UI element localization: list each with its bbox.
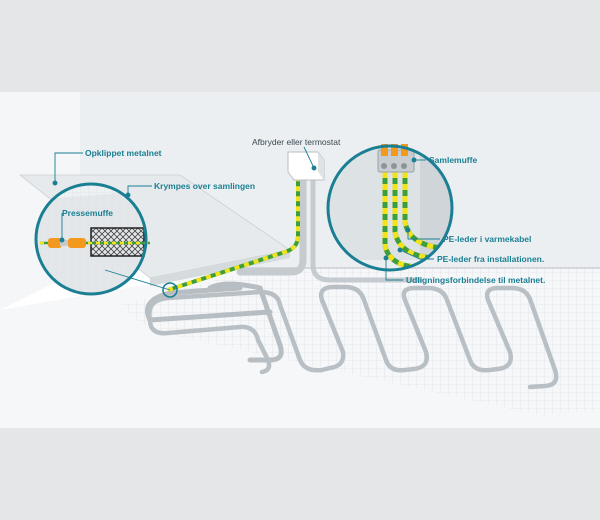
label-equipotential: Udligningsforbindelse til metalnet. [406, 275, 546, 285]
conduit [236, 174, 307, 276]
heating-cable-serpentine [147, 284, 559, 390]
label-press-sleeve: Pressemuffe [62, 208, 114, 218]
top-band [0, 0, 600, 92]
label-cut-mesh: Opklippet metalnet [85, 148, 162, 158]
label-pe-install: PE-leder fra installationen. [437, 254, 545, 264]
leader-shrink [127, 185, 152, 194]
leader-cut-mesh [54, 152, 83, 183]
label-switch: Afbryder eller termostat [252, 137, 341, 147]
leader-switch [303, 146, 315, 169]
switch-box-icon [287, 151, 325, 181]
label-joint-sleeve: Samlemuffe [429, 155, 478, 165]
crimp-sleeve-icon [48, 238, 86, 248]
leader-pe-install [399, 249, 434, 260]
joint-marker [162, 282, 178, 298]
leader-equipotential [385, 258, 403, 281]
floor-grid [120, 268, 600, 415]
label-pe-heating: PE-leder i varmekabel [443, 234, 532, 244]
leader-pe-heating [407, 230, 440, 240]
zoom-bubble-left [34, 182, 150, 296]
label-shrink: Krympes over samlingen [154, 181, 256, 191]
connector-block-icon [377, 144, 415, 173]
bottom-band [0, 428, 600, 520]
leader-lines [52, 146, 440, 291]
